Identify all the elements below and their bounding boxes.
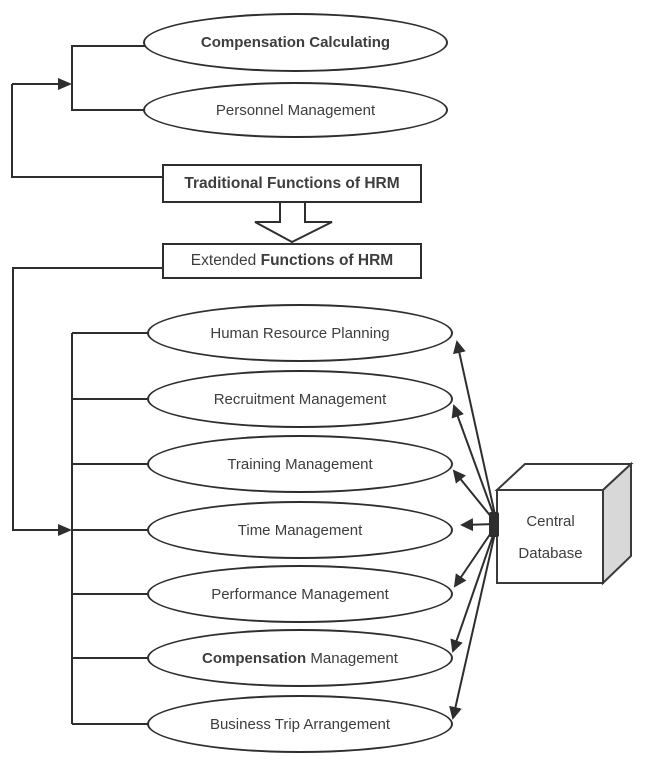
ellipse-label: Time Management bbox=[237, 521, 363, 539]
ellipse-label: Compensation Calculating bbox=[200, 34, 391, 51]
ellipse-label: Compensation Management bbox=[202, 649, 398, 667]
ellipse-human-resource-planning: Human Resource Planning bbox=[147, 304, 453, 362]
ellipse-compensation-management: Compensation Management bbox=[147, 629, 453, 687]
ellipse-label: Personnel Management bbox=[215, 101, 376, 119]
box-label: Extended Functions of HRM bbox=[190, 252, 394, 269]
arrow-convergence-blob bbox=[489, 512, 499, 537]
ellipse-label: Business Trip Arrangement bbox=[209, 715, 391, 733]
traditional-functions-box: Traditional Functions of HRM bbox=[162, 164, 422, 203]
ellipse-training-management: Training Management bbox=[147, 435, 453, 493]
ellipse-recruitment-management: Recruitment Management bbox=[147, 370, 453, 428]
extended-functions-box: Extended Functions of HRM bbox=[162, 243, 422, 279]
ellipse-label: Recruitment Management bbox=[213, 390, 387, 408]
ellipse-compensation-calculating: Compensation Calculating bbox=[143, 13, 448, 72]
extended-bracket-connector bbox=[12, 267, 164, 725]
box-label: Traditional Functions of HRM bbox=[184, 174, 400, 192]
database-label-line1: Central bbox=[526, 512, 575, 530]
database-flow-arrows bbox=[449, 340, 498, 720]
ellipse-label: Training Management bbox=[227, 455, 373, 473]
extended-bracket-arrowhead bbox=[58, 524, 72, 536]
database-label-line2: Database bbox=[518, 544, 583, 562]
central-database-label: Central Database bbox=[499, 493, 602, 581]
down-block-arrow bbox=[254, 202, 333, 244]
ellipse-label: Human Resource Planning bbox=[210, 324, 390, 342]
top-bracket-connector bbox=[11, 45, 164, 178]
ellipse-time-management: Time Management bbox=[147, 501, 453, 559]
top-bracket-arrowhead bbox=[58, 78, 72, 90]
ellipse-performance-management: Performance Management bbox=[147, 565, 453, 623]
ellipse-label: Performance Management bbox=[211, 585, 389, 603]
central-database-cube bbox=[494, 461, 634, 586]
ellipse-business-trip-arrangement: Business Trip Arrangement bbox=[147, 695, 453, 753]
ellipse-personnel-management: Personnel Management bbox=[143, 82, 448, 138]
